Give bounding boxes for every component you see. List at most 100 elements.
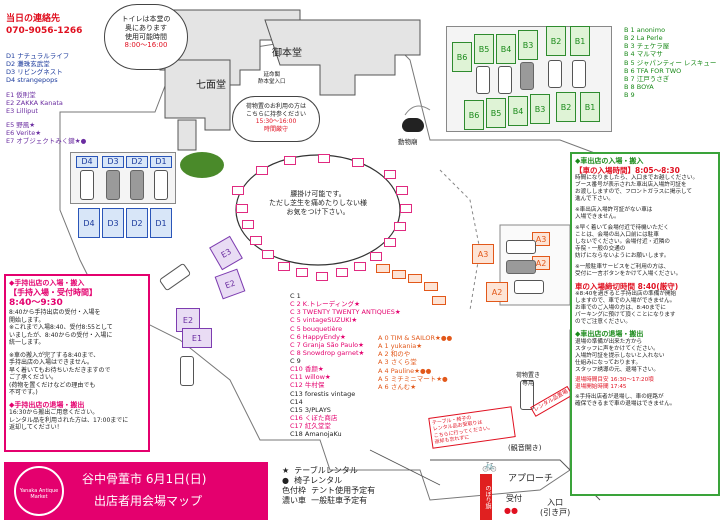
door-label: (観音開き) <box>508 444 542 452</box>
list-item: D4 strangepops <box>6 76 58 85</box>
booth-c-marker <box>396 186 408 195</box>
car-icon <box>106 170 120 200</box>
car-icon <box>506 260 536 274</box>
animal-shrine-label: 動物廟 <box>398 138 418 146</box>
list-item: C 6 HappyEndy★ <box>290 332 346 341</box>
list-item: E5 野風★ <box>6 120 36 129</box>
list-item: B 6 TFA FOR TWO <box>624 66 682 75</box>
panel-title: ◆手持出店の入場・搬入 <box>9 279 85 287</box>
list-item: A 0 TIM & SAILOR★●● <box>378 334 453 342</box>
logo: Yanaka Antique Market <box>14 466 64 516</box>
list-item: B 5 ジャパンティー レスキュー <box>624 58 717 67</box>
list-item: A 2 和のや <box>378 350 411 359</box>
booth-c-marker <box>256 166 268 175</box>
slot-b1: B1 <box>570 26 590 56</box>
slot-d2: D2 <box>126 156 148 168</box>
list-item: E1 仮則堂 <box>6 90 36 99</box>
slot-b5: B5 <box>474 34 494 64</box>
list-item: E6 Verite★ <box>6 129 42 137</box>
panel-time: 8:40〜9:30 <box>9 297 63 308</box>
list-item: C18 AmanojaKu <box>290 430 342 439</box>
car-icon <box>520 62 534 90</box>
lawn-note: 腰掛け可能です。 ただし芝生を痛めたりしない様 お気をつけ下さい。 <box>269 190 367 216</box>
sub-hall-note: 延命閣 酢本堂入口 <box>258 72 286 85</box>
list-item: D3 リビングネスト <box>6 68 63 77</box>
flag-label: のぼり旗 <box>480 474 492 520</box>
contact-phone: 070-9056-1266 <box>6 26 83 36</box>
main-hall-label: 御本堂 <box>272 48 302 59</box>
cat-icon <box>402 118 424 132</box>
legend-star: ★ <box>282 466 290 475</box>
toilet-time: 8:00〜16:00 <box>124 41 168 50</box>
handcarry-panel: ◆手持出店の入場・搬入 【手持入場・受付時間】 8:40〜9:30 8:40から… <box>4 274 150 452</box>
booth-c-marker <box>262 250 274 259</box>
list-item: C17 紅久堂堂 <box>290 422 331 430</box>
car-icon <box>130 170 144 200</box>
booth-c-marker <box>318 154 330 163</box>
booth-c-marker <box>278 262 290 271</box>
panel-subtitle: 【車の入場時間】8:05〜8:30 <box>575 165 680 175</box>
seven-hall-label: 七面堂 <box>196 80 226 91</box>
booth-c-marker <box>354 262 366 271</box>
car-icon <box>80 170 94 200</box>
slot-e1: E1 <box>182 328 212 348</box>
slot-b2-lower: B2 <box>556 92 576 122</box>
list-item: E2 ZAKKA Kanata <box>6 98 63 107</box>
list-item: C 5 bouquetière <box>290 324 343 333</box>
car-icon <box>154 170 168 200</box>
booth-a-marker <box>408 274 422 283</box>
booth-c-marker <box>232 186 244 195</box>
slot-b5-lower: B5 <box>486 98 506 128</box>
slot-d1: D1 <box>150 156 172 168</box>
slot-b6-lower: B6 <box>464 100 484 130</box>
list-item: E3 Lilliput <box>6 106 38 115</box>
booth-a-marker <box>432 296 446 305</box>
booth-c-marker <box>384 170 396 179</box>
bicycle-icon: 🚲 <box>482 458 497 472</box>
title-banner: Yanaka Antique Market 谷中骨董市 6月1日(日) 出店者用… <box>4 462 268 520</box>
slot-b2: B2 <box>546 26 566 56</box>
banner-subtitle: 出店者用会場マップ <box>94 494 203 508</box>
panel-exit-title: ◆車出店の退場・搬出 <box>575 330 644 339</box>
list-item: A 4 Pauline★●● <box>378 366 432 375</box>
c-vendor-list: C 1 C 2 K.トレーディング★ C 3 TWENTY TWENTY ANT… <box>290 292 401 438</box>
booth-c-marker <box>316 272 328 281</box>
list-item: C 5 vintageSUZUKI★ <box>290 316 358 325</box>
slot-b3: B3 <box>518 30 538 60</box>
booth-c-marker <box>250 236 262 245</box>
car-icon <box>506 240 536 254</box>
approach-label: アプローチ <box>508 474 554 484</box>
car-icon <box>498 66 512 94</box>
slot-d2-lower: D2 <box>126 208 148 238</box>
panel-deadline: 車の入場締切時間 8:40(厳守) <box>575 281 679 291</box>
loading-only-label: 荷物置き 専用 <box>516 372 541 387</box>
panel-subtitle: 【手持入場・受付時間】 <box>9 287 97 297</box>
list-item: C13 forestis vintage <box>290 389 356 398</box>
booth-a-marker <box>392 270 406 279</box>
list-item: C 1 <box>290 292 301 300</box>
car-icon <box>572 60 586 88</box>
slot-d1-lower: D1 <box>150 208 172 238</box>
slot-d4-lower: D4 <box>78 208 100 238</box>
slot-b4: B4 <box>496 34 516 64</box>
booth-c-marker <box>394 222 406 231</box>
list-item: E7 オブジェクトみく鍵★● <box>6 137 87 146</box>
list-item: A 3 さくら堂 <box>378 358 417 367</box>
list-item: A 1 yukania★ <box>378 342 423 351</box>
legend: ★ テーブルレンタル ● 椅子レンタル 色付枠 テント使用予定有 濃い車 一般駐… <box>282 466 376 505</box>
slot-a3b: A3 <box>532 232 550 246</box>
slot-a3: A3 <box>472 244 494 264</box>
booth-c-marker <box>242 220 254 229</box>
slot-b3-lower: B3 <box>530 94 550 124</box>
car-icon <box>514 280 544 294</box>
booth-c-marker <box>336 268 348 277</box>
legend-dot: ● <box>282 476 289 485</box>
car-icon <box>180 356 194 386</box>
list-item: B 2 La Perle <box>624 34 663 43</box>
list-item: C15 3/PLAYS <box>290 405 331 414</box>
bush-icon <box>180 152 224 178</box>
car-icon <box>476 66 490 94</box>
entrance-label: 入口 (引き戸) <box>540 498 571 517</box>
slot-d3: D3 <box>102 156 124 168</box>
car-panel: ◆車出店の入場・搬入 【車の入場時間】8:05〜8:30 時間になりましたら、入… <box>570 152 720 496</box>
